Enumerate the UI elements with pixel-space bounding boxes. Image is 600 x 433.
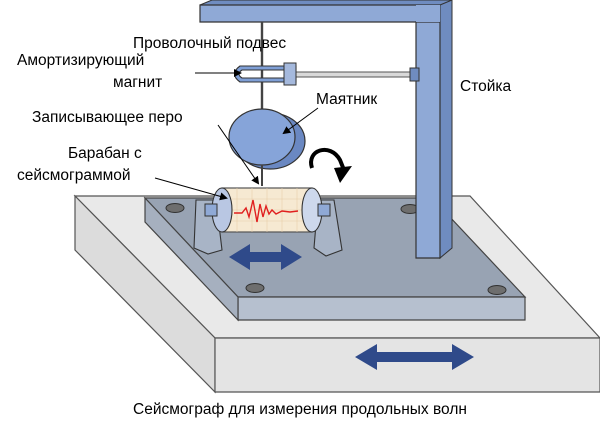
horizontal-rod xyxy=(291,67,420,82)
caption: Сейсмограф для измерения продольных волн xyxy=(133,401,467,418)
bolt xyxy=(165,203,185,213)
label-wire-suspension: Проволочный подвес xyxy=(133,35,286,52)
bolt xyxy=(487,285,507,295)
stand xyxy=(199,0,453,260)
leader-drum xyxy=(154,177,228,201)
leader-pendulum xyxy=(282,107,319,135)
label-drum-line2: сейсмограммой xyxy=(17,167,131,184)
label-damping-magnet-line2: магнит xyxy=(113,74,162,91)
base-motion-arrow xyxy=(355,344,474,370)
label-drum-line1: Барабан с xyxy=(68,145,142,162)
label-stand: Стойка xyxy=(460,78,512,95)
leader-pen xyxy=(217,124,260,185)
label-damping-magnet-line1: Амортизирующий xyxy=(17,52,144,69)
label-pendulum: Маятник xyxy=(316,91,377,108)
seismogram-trace xyxy=(234,199,299,223)
label-recording-pen: Записывающее перо xyxy=(32,109,183,126)
damping-magnet xyxy=(233,62,297,86)
drum xyxy=(204,187,331,233)
drum-motion-arrow xyxy=(229,244,302,270)
bolt xyxy=(245,283,265,293)
pendulum xyxy=(228,108,306,170)
rotation-arrow-icon xyxy=(309,148,352,183)
